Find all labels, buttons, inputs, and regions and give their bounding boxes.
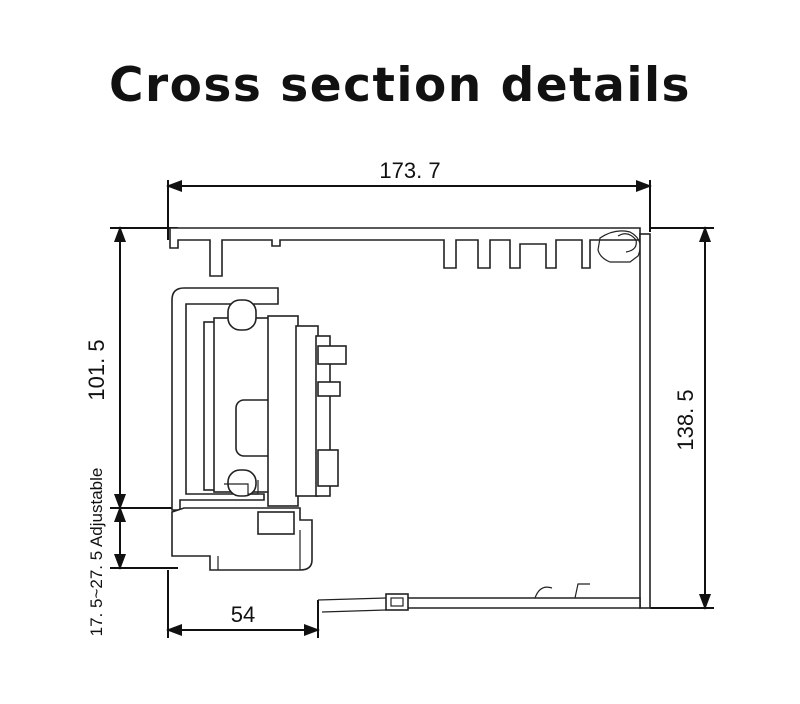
dimension-label-right-height: 138. 5: [673, 389, 698, 450]
dimension-label-bottom: 54: [231, 602, 255, 627]
page-title: Cross section details: [108, 58, 692, 113]
dimension-label-width: 173. 7: [379, 158, 440, 183]
dimension-bottom-offset: 54: [166, 570, 320, 638]
profile-outline: [169, 227, 651, 613]
dimension-overall-width: 173. 7: [166, 158, 652, 240]
dimension-overall-height: 138. 5: [650, 226, 714, 610]
dimension-label-adjustable: 17. 5~27. 5 Adjustable: [87, 468, 106, 637]
dimension-left-height: 101. 5 17. 5~27. 5 Adjustable: [84, 226, 178, 637]
dimension-label-left-height: 101. 5: [84, 339, 109, 400]
